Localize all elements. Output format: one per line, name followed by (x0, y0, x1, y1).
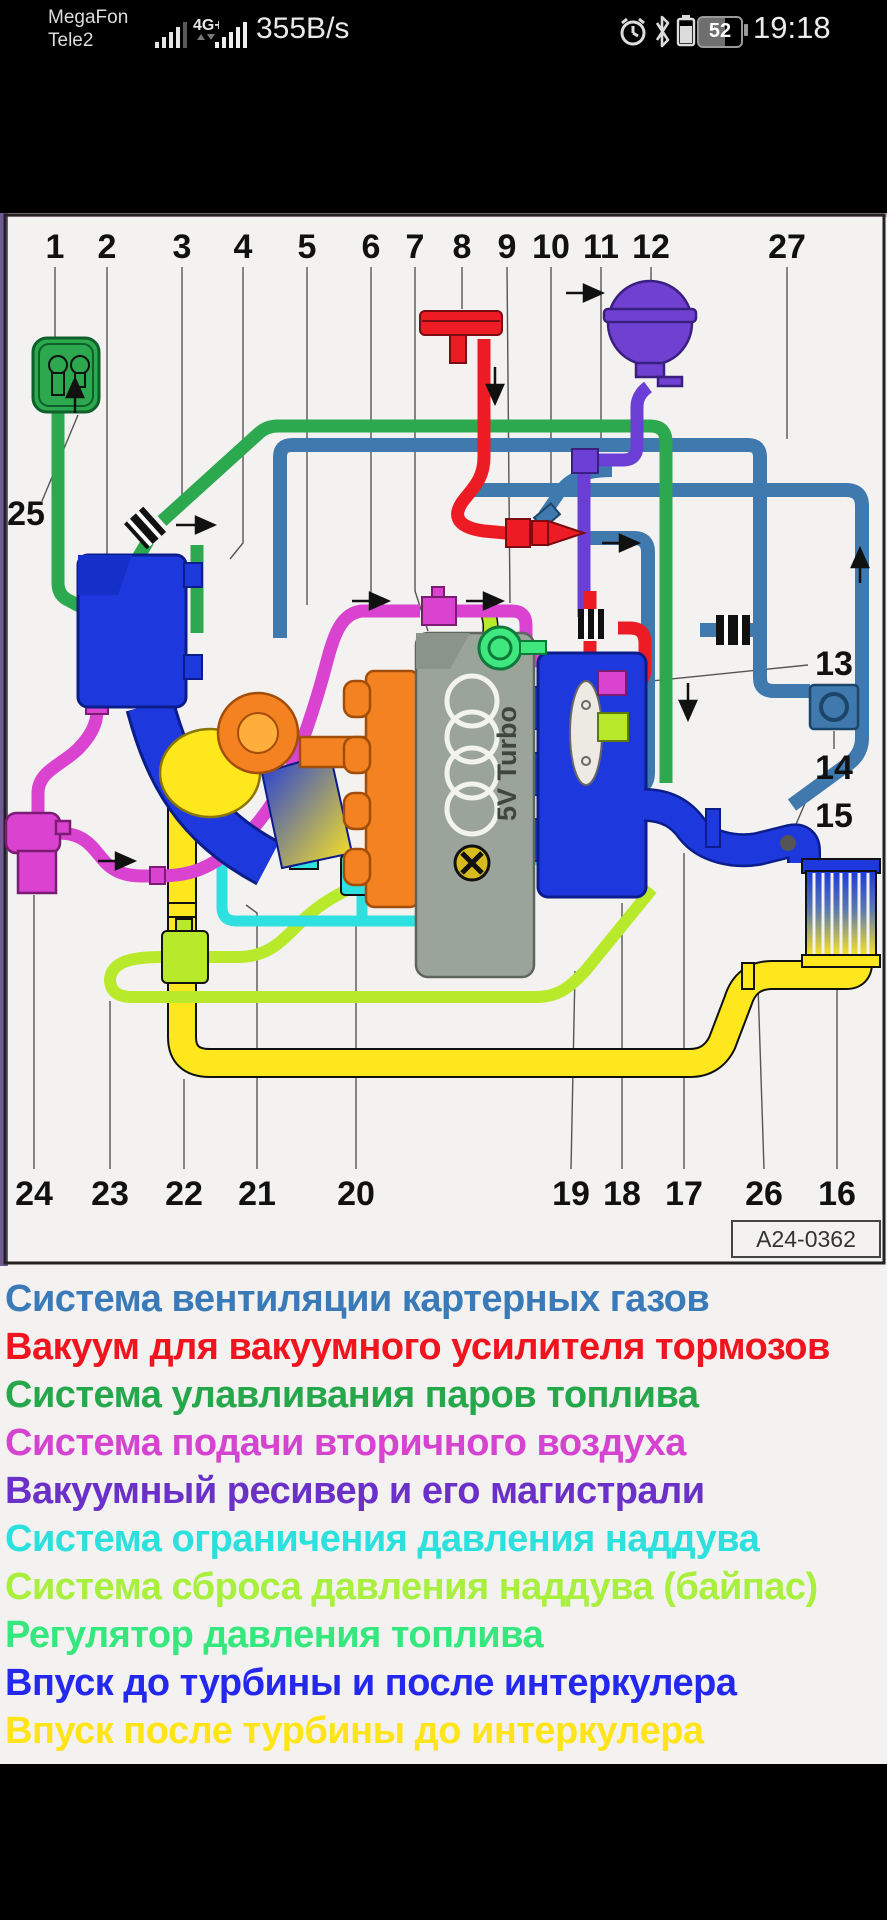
item14-box (808, 683, 860, 731)
engine-vacuum-diagram-svg: 5V Turbo (0, 213, 887, 1266)
oil-cap-green (477, 625, 523, 671)
callout-17: 17 (665, 1175, 703, 1213)
battery-badge-nub (744, 24, 748, 36)
callout-8: 8 (453, 228, 472, 266)
network-type-icon: 4G+ (193, 17, 219, 40)
svg-text:4G+: 4G+ (193, 17, 219, 34)
alarm-clock-icon (620, 17, 646, 46)
carrier-line1: MegaFon (48, 7, 129, 28)
turbocharger (158, 691, 300, 819)
callout-4: 4 (234, 228, 253, 266)
intercooler-inlet (801, 858, 881, 968)
legend-item-crankcase: Система вентиляции картерных газов (5, 1278, 710, 1320)
callout-21: 21 (238, 1175, 276, 1213)
callout-2: 2 (98, 228, 117, 266)
callout-leader-lines (33, 266, 838, 1170)
callout-23: 23 (91, 1175, 129, 1213)
callout-13: 13 (815, 645, 853, 683)
intake-manifold (519, 651, 648, 899)
duct-sensor-dot (780, 835, 796, 851)
callout-25: 25 (7, 495, 45, 533)
callout-1: 1 (46, 228, 65, 266)
exhaust-manifold (298, 669, 420, 909)
callout-14: 14 (815, 749, 853, 787)
callout-6: 6 (362, 228, 381, 266)
vacuum-reservoir-sphere (602, 279, 698, 388)
legend-item-fuel-regulator: Регулятор давления топлива (5, 1614, 544, 1656)
hose-post-turbo-yellow (167, 748, 873, 1078)
charcoal-canister (31, 336, 101, 414)
callout-5: 5 (298, 228, 317, 266)
callout-26: 26 (745, 1175, 783, 1213)
clock-time: 19:18 (753, 10, 831, 45)
callout-15: 15 (815, 797, 853, 835)
content-panel: 5V Turbo (0, 213, 887, 1764)
callout-12: 12 (632, 228, 670, 266)
figure-code-box: A24-0362 (731, 1220, 881, 1258)
red-check-valve (547, 519, 588, 547)
figure-code: A24-0362 (756, 1226, 856, 1252)
engine-label: 5V Turbo (492, 706, 522, 821)
callout-24: 24 (15, 1175, 53, 1213)
manifold-magenta-valve (597, 670, 627, 696)
carrier-label: MegaFon Tele2 (48, 6, 128, 52)
legend-item-reservoir: Вакуумный ресивер и его магистрали (5, 1470, 705, 1512)
callout-19: 19 (552, 1175, 590, 1213)
legend-item-boost-limit: Система ограничения давления наддува (5, 1518, 760, 1560)
striped-check-valves (123, 506, 750, 645)
legend-item-brake-vacuum: Вакуум для вакуумного усилителя тормозов (5, 1326, 830, 1368)
callout-18: 18 (603, 1175, 641, 1213)
callout-22: 22 (165, 1175, 203, 1213)
battery-icon (676, 15, 696, 47)
secondary-air-pump (4, 811, 72, 895)
legend-item-secondary-air: Система подачи вторичного воздуха (5, 1422, 686, 1464)
bypass-valve (161, 930, 209, 984)
carrier-line2: Tele2 (48, 30, 94, 51)
diagram-frame (3, 213, 886, 1265)
callout-9: 9 (498, 228, 517, 266)
vacuum-hose-diagram: 5V Turbo (0, 213, 887, 1266)
status-bar: MegaFon Tele2 4G+ 355B/s (0, 0, 887, 67)
callout-11: 11 (583, 228, 619, 266)
yellow-pipe-collar (167, 902, 197, 918)
legend-item-bypass: Система сброса давления наддува (байпас) (5, 1566, 818, 1608)
engine-cover: 5V Turbo (414, 625, 547, 979)
network-speed: 355B/s (256, 12, 350, 45)
audi-rings (444, 673, 500, 837)
legend-item-intake-pre: Впуск до турбины и после интеркулера (5, 1662, 737, 1704)
bluetooth-icon (655, 15, 670, 48)
flow-arrows (65, 283, 870, 871)
callout-27: 27 (768, 228, 806, 266)
signal-bars-icon (155, 22, 187, 48)
callout-20: 20 (337, 1175, 375, 1213)
signal-bars-icon (215, 22, 247, 48)
callout-16: 16 (818, 1175, 856, 1213)
color-legend: Система вентиляции картерных газов Вакуу… (5, 1275, 885, 1755)
callout-10: 10 (532, 228, 570, 266)
throttle-duct (643, 788, 821, 868)
battery-percent-badge: 52 (697, 16, 743, 48)
legend-item-evap: Система улавливания паров топлива (5, 1374, 699, 1416)
callout-3: 3 (173, 228, 192, 266)
brake-booster-port (419, 310, 503, 364)
legend-item-intake-post: Впуск после турбины до интеркулера (5, 1710, 704, 1752)
secondary-air-valve (421, 596, 457, 626)
callout-numbers: 1 2 3 4 5 6 7 8 9 10 11 12 27 24 23 22 2… (7, 228, 856, 1213)
callout-7: 7 (406, 228, 425, 266)
yellow-pipe-collar (741, 962, 755, 990)
manifold-chartreuse-valve (597, 712, 629, 742)
